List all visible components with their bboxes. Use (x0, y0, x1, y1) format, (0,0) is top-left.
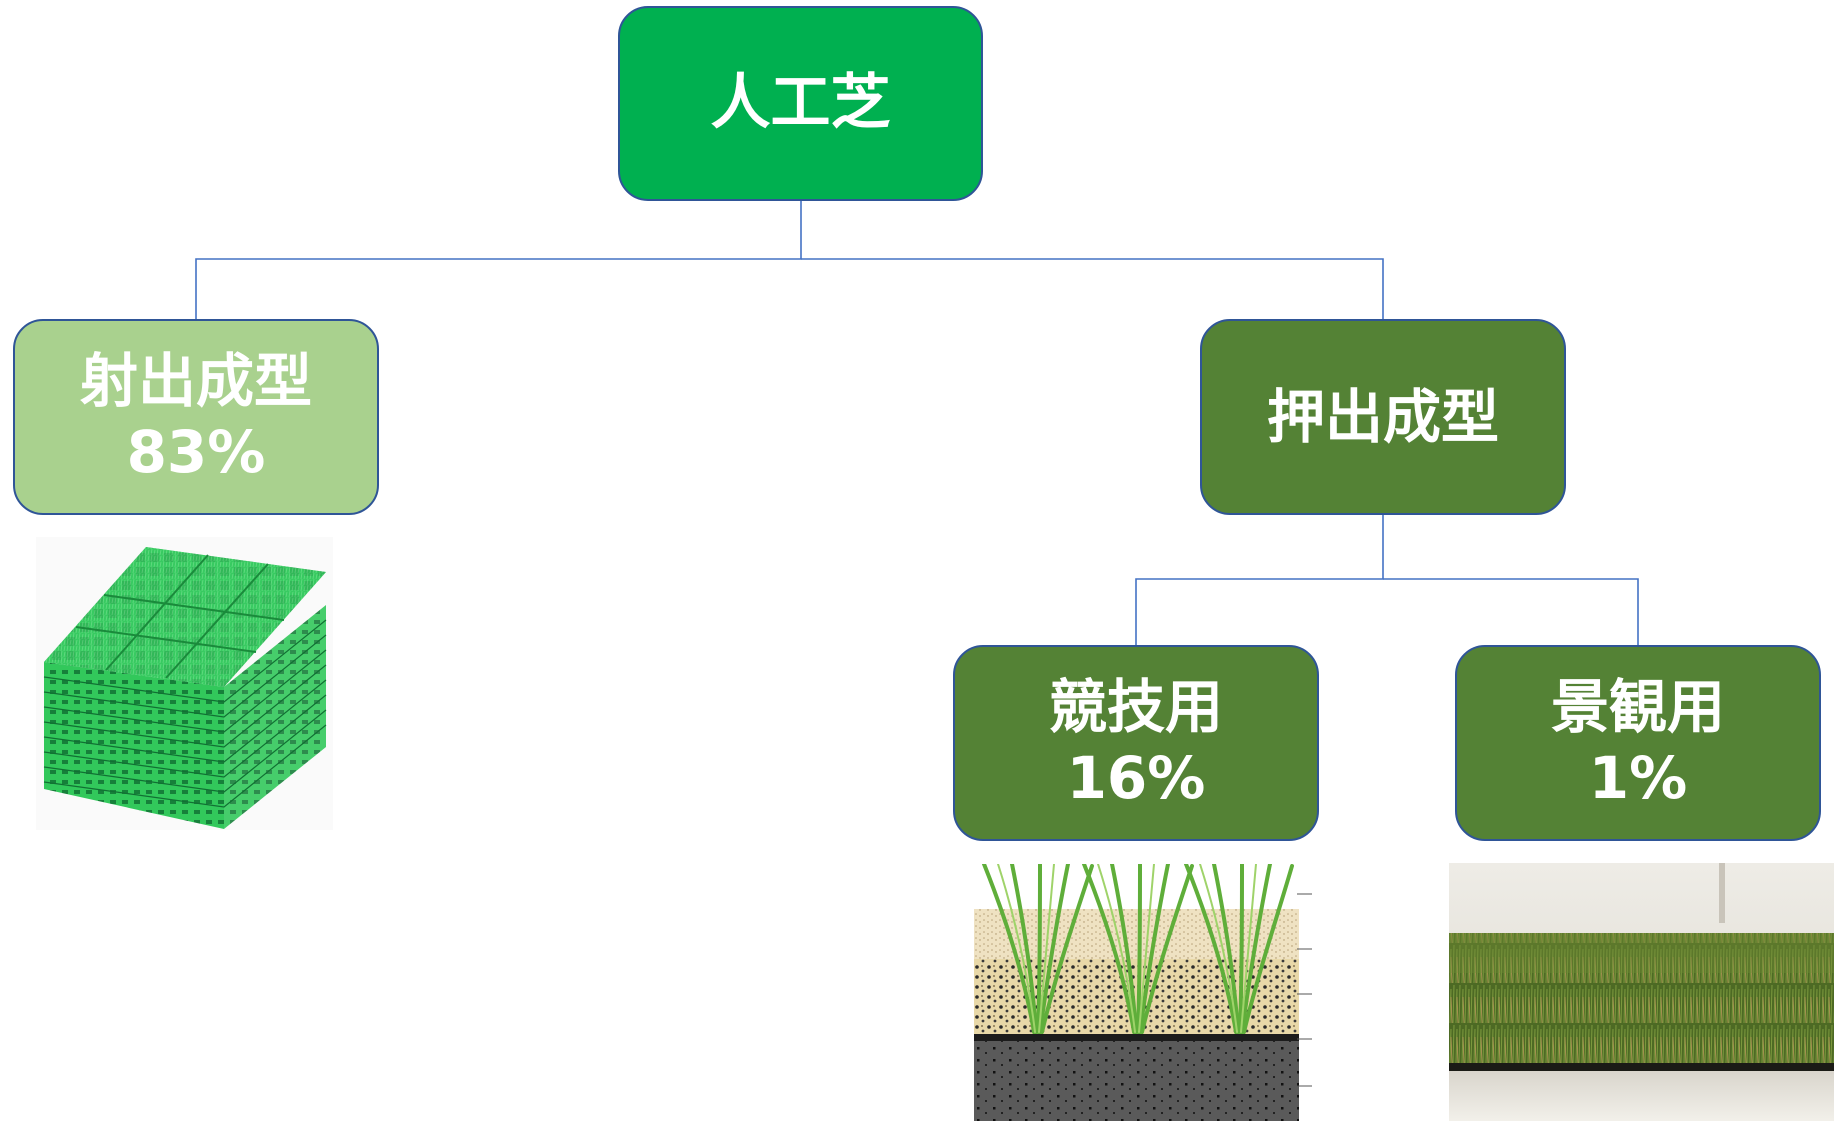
sports-turf-cross-section-image (974, 864, 1314, 1121)
node-landscape-use-share: 1% (1588, 744, 1688, 812)
node-sports-use-label: 競技用 (1048, 673, 1223, 742)
node-artificial-turf-label: 人工芝 (710, 67, 891, 138)
node-injection-molding: 射出成型 83% (13, 319, 379, 515)
node-sports-use-share: 16% (1066, 744, 1206, 812)
connector-extrusion-to-uses (1135, 515, 1384, 645)
node-injection-molding-share: 83% (126, 418, 266, 486)
node-extrusion-molding: 押出成型 (1200, 319, 1566, 515)
node-sports-use: 競技用 16% (953, 645, 1319, 841)
node-landscape-use-label: 景観用 (1550, 673, 1725, 742)
node-artificial-turf: 人工芝 (618, 6, 983, 201)
connector-extrusion-to-landscape (1383, 578, 1639, 645)
injection-turf-tiles-image (36, 537, 333, 830)
node-extrusion-molding-label: 押出成型 (1266, 382, 1499, 451)
node-injection-molding-label: 射出成型 (79, 347, 312, 416)
node-landscape-use: 景観用 1% (1455, 645, 1821, 841)
connector-root-to-methods (195, 201, 802, 319)
connector-root-to-extrusion (801, 258, 1384, 319)
landscape-turf-photo-image (1449, 863, 1834, 1121)
